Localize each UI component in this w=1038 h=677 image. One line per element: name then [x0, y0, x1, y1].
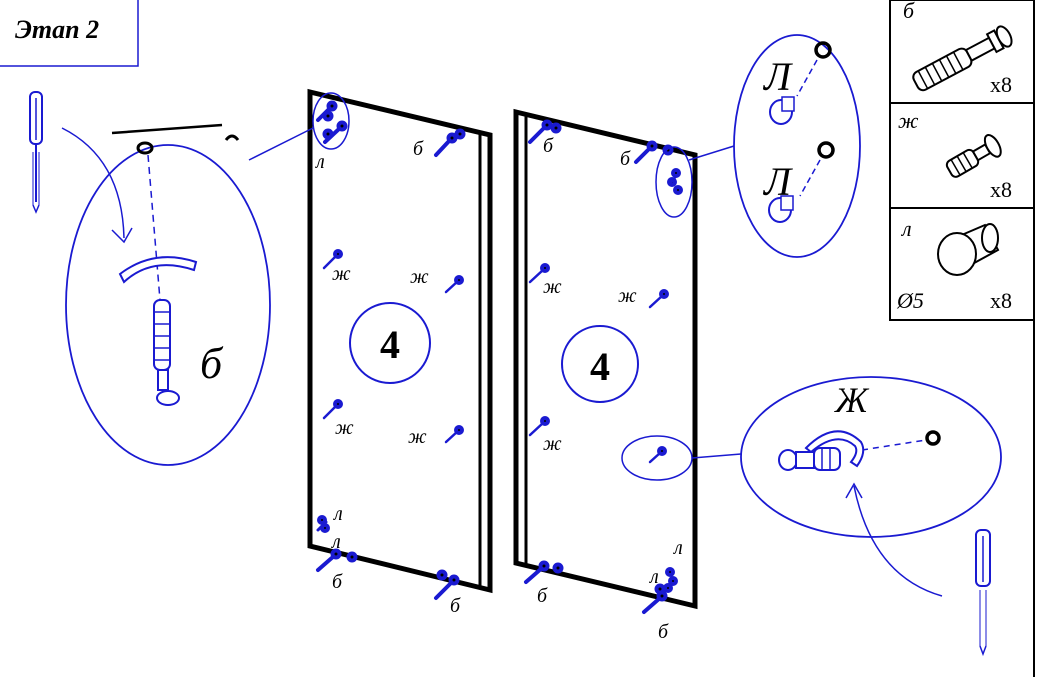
panel-number-circle	[349, 302, 431, 384]
right-panel-fittings	[524, 119, 683, 614]
callout-b-letter: б	[200, 339, 224, 388]
callout-plugs: Л Л	[688, 34, 861, 258]
dowel-bolt-icon	[778, 447, 841, 471]
part-zh-letter: ж	[898, 108, 919, 133]
screwdriver-icon	[975, 529, 991, 657]
panel-number: 4	[380, 322, 400, 367]
callout-zh-letter: Ж	[834, 380, 870, 420]
cam-bolt-icon	[153, 299, 180, 406]
label-zh: ж	[410, 266, 429, 288]
stage-title: Этап 2	[15, 15, 99, 44]
label-zh: ж	[335, 417, 354, 439]
label-zh: ж	[408, 426, 427, 448]
label-zh: ж	[618, 285, 637, 307]
label-b: б	[543, 135, 554, 157]
stage-title-box: Этап 2	[0, 0, 139, 67]
label-b: б	[332, 571, 343, 593]
label-zh: ж	[543, 276, 562, 298]
plastic-plug-icon	[769, 96, 795, 125]
label-b: б	[413, 138, 424, 160]
highlight-top-left	[312, 92, 350, 150]
callout-dowel: Ж	[691, 376, 1002, 597]
label-b: б	[537, 585, 548, 607]
label-b: б	[658, 621, 669, 643]
panel-number: 4	[590, 344, 610, 389]
part-l-qty: x8	[990, 288, 1012, 313]
right-panel: 4 б б ж ж ж л	[513, 108, 698, 643]
part-row-b: б x8	[903, 0, 1013, 97]
part-b-letter: б	[903, 0, 915, 23]
label-l: л	[333, 503, 343, 525]
highlight-l-cluster	[655, 146, 693, 218]
plastic-plug-icon	[768, 195, 794, 223]
label-l: л	[315, 151, 325, 173]
part-b-qty: x8	[990, 72, 1012, 97]
label-zh: ж	[332, 263, 351, 285]
panel-number-circle	[561, 325, 639, 403]
parts-table: б x8 ж	[889, 0, 1035, 677]
callout-cam-bolt: б	[61, 92, 350, 466]
left-panel-fittings	[316, 100, 466, 600]
part-row-l: л Ø5 x8	[896, 216, 1012, 313]
part-row-zh: ж x8	[898, 108, 1012, 202]
plastic-plug-icon	[937, 223, 1000, 276]
label-b: б	[620, 148, 631, 170]
label-b: б	[450, 595, 461, 617]
right-panel-labels: б б ж ж ж л л б б	[537, 135, 683, 643]
label-zh: ж	[543, 433, 562, 455]
cam-bolt-icon	[912, 25, 1013, 92]
screwdriver-icon	[29, 91, 43, 214]
left-panel-labels: л б ж ж ж ж л л б б	[315, 138, 461, 617]
label-l: л	[331, 531, 341, 553]
label-l: л	[673, 537, 683, 559]
dowel-bolt-icon	[945, 134, 1002, 178]
part-l-letter: л	[900, 216, 912, 241]
callout-l-letter: Л	[762, 54, 793, 99]
label-l: л	[649, 566, 659, 588]
part-l-size: Ø5	[896, 288, 924, 313]
part-zh-qty: x8	[990, 177, 1012, 202]
left-panel: 4 л б ж ж	[307, 88, 493, 617]
